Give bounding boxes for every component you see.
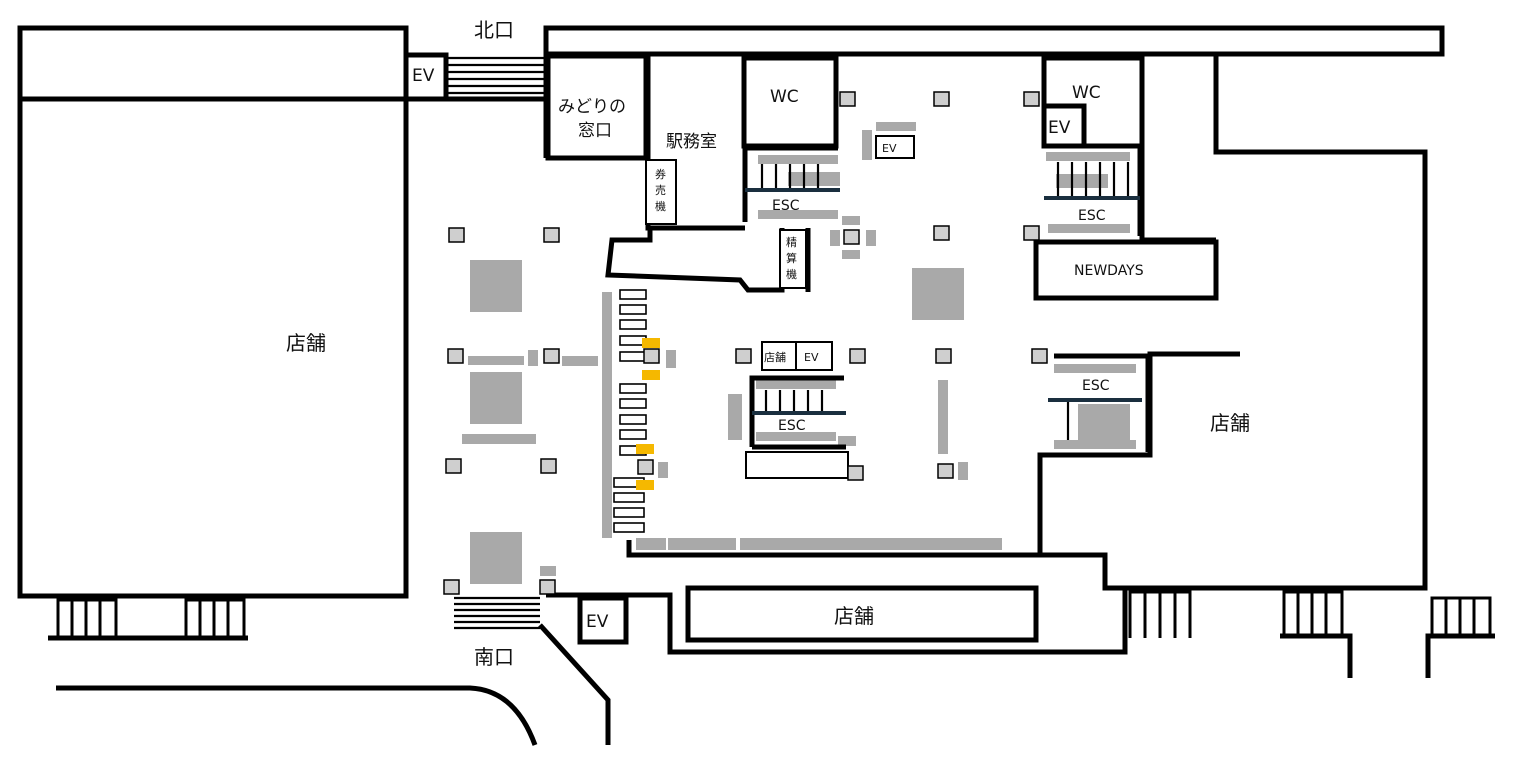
midori-window-room — [545, 53, 649, 161]
labels: 北口 南口 EV EV EV EV EV WC WC ESC ESC ESC E… — [286, 18, 1250, 669]
ticket-machine-char-1: 券 — [655, 167, 666, 181]
gate-accessible-3 — [636, 444, 654, 454]
center-counter — [745, 451, 849, 479]
small-stairs — [56, 590, 1492, 638]
ev-label-south: EV — [586, 612, 609, 632]
newdays-shop — [1033, 239, 1219, 301]
north-exit-label: 北口 — [474, 18, 514, 42]
fare-adjust-char-3: 機 — [786, 267, 797, 281]
east-steps-edge-2 — [1425, 633, 1495, 678]
south-outer-wall — [546, 590, 1128, 655]
fare-adjust-char-1: 精 — [786, 236, 797, 249]
ev-box-ne — [1041, 103, 1087, 149]
east-steps-edge-1 — [1280, 633, 1353, 678]
midori-window-label-2: 窓口 — [578, 121, 612, 141]
road-curve — [56, 685, 538, 746]
south-inner-wall — [626, 540, 1040, 558]
ev-label-ne: EV — [1048, 118, 1071, 138]
newdays-label: NEWDAYS — [1074, 263, 1144, 279]
ne-inner-wall — [1139, 56, 1216, 243]
gate-accessible-4 — [636, 480, 654, 490]
south-stairs — [454, 596, 540, 630]
shop-label-east: 店舗 — [1210, 411, 1250, 435]
north-stairs — [448, 56, 546, 95]
fare-adjust-char-2: 算 — [786, 251, 797, 265]
ticket-machine-char-2: 売 — [655, 184, 666, 197]
escalator-1 — [742, 145, 840, 222]
escalator-3 — [728, 375, 856, 450]
ev-label-small: EV — [882, 142, 897, 155]
south-exit-label: 南口 — [474, 645, 514, 669]
obstacles — [462, 122, 1002, 584]
esc-label-3: ESC — [778, 418, 806, 434]
left-shop-block — [17, 25, 409, 599]
outer-walls — [17, 25, 1495, 746]
pillars — [443, 91, 1048, 595]
esc-label-2: ESC — [1078, 208, 1106, 224]
center-ev-box — [795, 341, 833, 371]
gate-partition — [605, 228, 785, 293]
south-shop — [685, 585, 1039, 643]
ticket-machine-char-3: 機 — [655, 199, 666, 213]
station-office-label: 駅務室 — [666, 132, 717, 152]
gate-accessible-1 — [642, 338, 660, 348]
fare-adjust-machine — [779, 229, 807, 289]
south-ev-box — [577, 595, 629, 645]
shop-label-west: 店舗 — [286, 331, 326, 355]
esc-label-4: ESC — [1082, 378, 1110, 394]
ticket-machine — [645, 159, 677, 225]
ev-label-center: EV — [804, 351, 819, 364]
escalator-2 — [1044, 146, 1143, 236]
ev-box-small — [875, 135, 915, 159]
office-room-wall — [645, 56, 745, 231]
shop-label-south: 店舗 — [834, 604, 874, 628]
gate-accessible-2 — [642, 370, 660, 380]
rooms — [545, 53, 1219, 645]
south-path — [538, 623, 611, 745]
top-strip — [543, 25, 1445, 57]
wc-label-2: WC — [1072, 83, 1101, 103]
ev-label-north: EV — [412, 66, 435, 86]
midori-window-label-1: みどりの — [558, 97, 626, 117]
north-ev-box — [403, 52, 449, 102]
wc-label-1: WC — [770, 87, 799, 107]
escalator-4 — [1048, 353, 1151, 452]
ticket-gates — [613, 289, 660, 533]
shop-label-center: 店舗 — [764, 350, 786, 364]
esc-label-1: ESC — [772, 198, 800, 214]
